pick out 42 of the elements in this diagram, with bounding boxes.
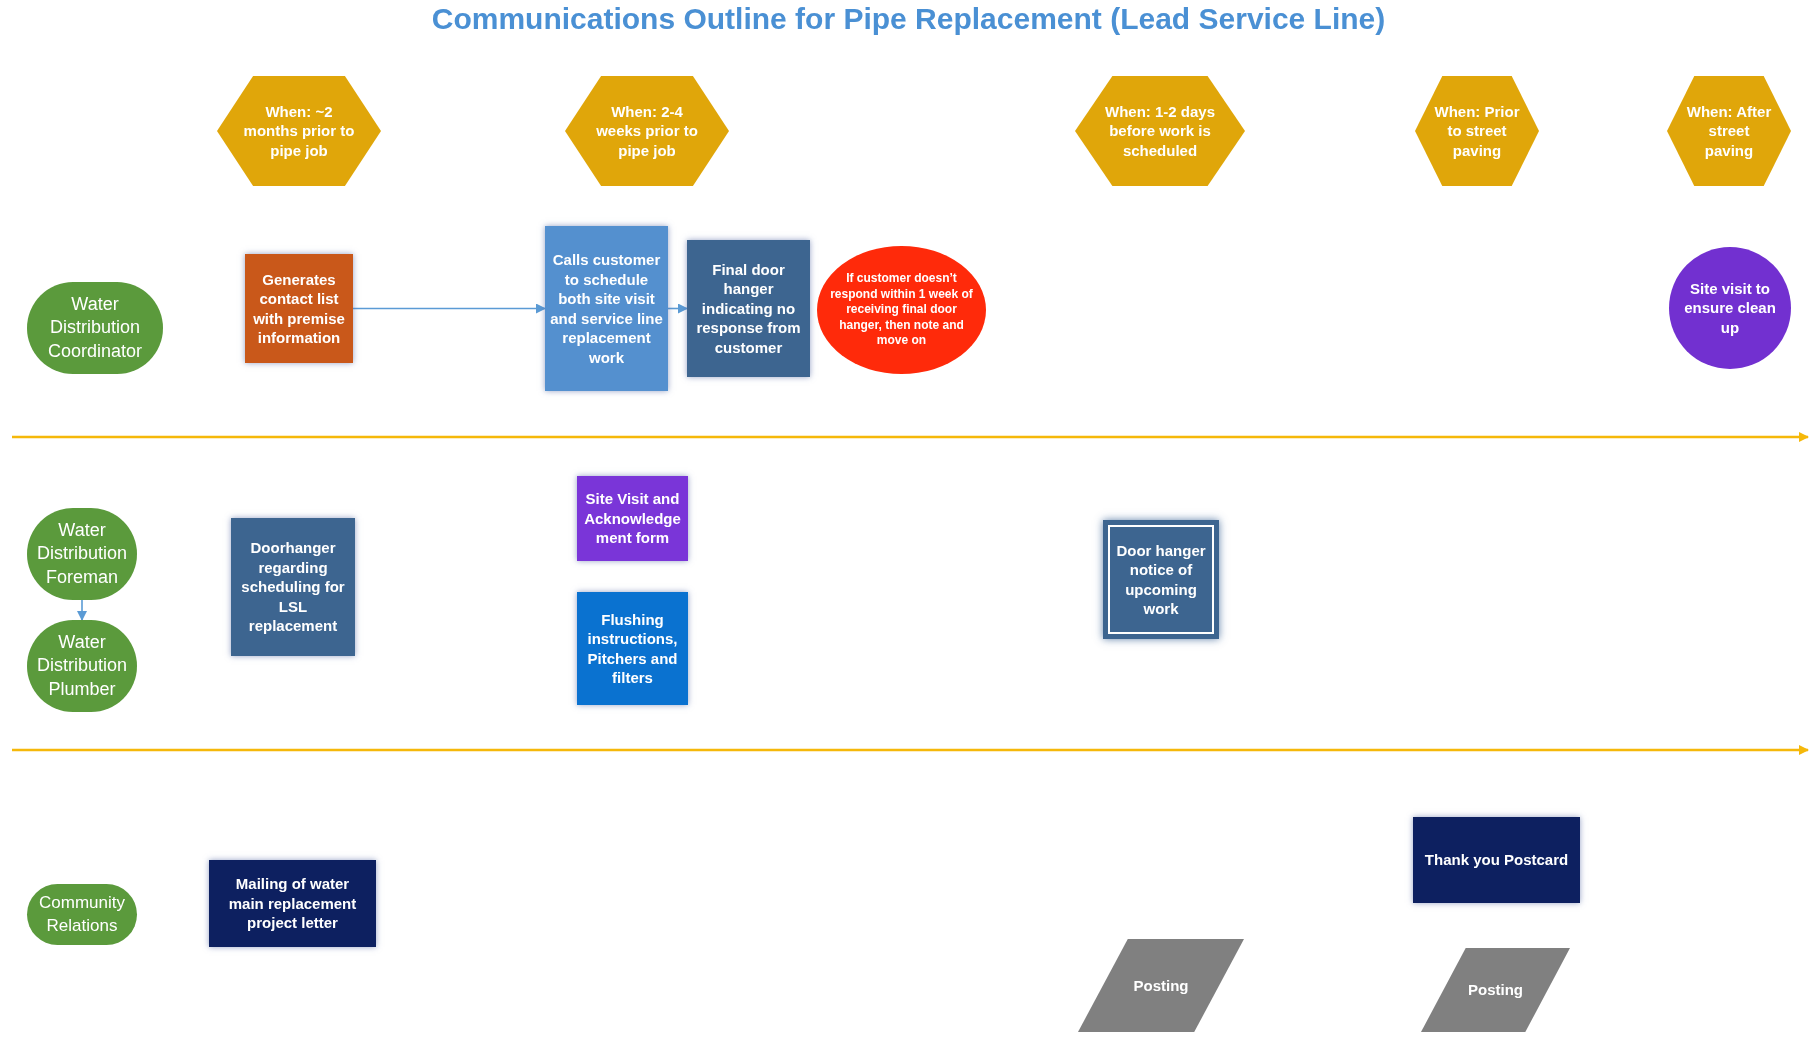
node-text: Final door hanger indicating no response from customer — [695, 259, 802, 358]
timing-hexagon — [1075, 76, 1245, 186]
node-text: When: 2-4 weeks prior to pipe job — [595, 101, 699, 161]
process-box — [1413, 817, 1580, 903]
node-text: Doorhanger regarding scheduling for LSL replacement — [240, 538, 346, 636]
node-text: When: After street paving — [1685, 101, 1773, 161]
node-text: Calls customer to schedule both site visit and service line replacement work — [549, 250, 664, 367]
process-box — [687, 240, 810, 377]
timing-hexagon — [1667, 76, 1791, 186]
process-box — [231, 518, 355, 656]
node-text: Water Distribution Plumber — [35, 630, 128, 701]
node-text: Community Relations — [38, 892, 126, 937]
node-text: Door hanger notice of upcoming work — [1115, 540, 1207, 619]
node-text: Mailing of water main replacement project letter — [227, 874, 358, 933]
process-box — [209, 860, 376, 947]
timing-hexagon — [217, 76, 381, 186]
process-box — [1103, 520, 1219, 639]
timing-hexagon — [1415, 76, 1539, 186]
process-box — [577, 476, 688, 561]
node-text: When: Prior to street paving — [1433, 101, 1521, 161]
node-text: Flushing instructions, Pitchers and filters — [586, 609, 679, 688]
process-box — [245, 254, 353, 363]
node-text: Water Distribution Coordinator — [46, 292, 144, 363]
node-text: Water Distribution Foreman — [35, 518, 128, 589]
node-text: Posting — [1468, 980, 1523, 1000]
posting-parallelogram — [1421, 948, 1570, 1032]
process-box — [545, 226, 668, 391]
arrow — [352, 303, 546, 314]
timing-hexagon — [565, 76, 729, 186]
arrow — [77, 599, 87, 621]
node-text: If customer doesn’t respond within 1 week of receiving final door hanger, then note and move on — [829, 271, 974, 349]
node-text: Posting — [1133, 975, 1189, 996]
process-box — [577, 592, 688, 705]
arrow — [667, 303, 688, 314]
node-text: Generates contact list with premise information — [252, 269, 346, 348]
node-text: Site visit to ensure clean up — [1683, 278, 1777, 338]
diagram-title: Communications Outline for Pipe Replacement (Lead Service Line) — [430, 2, 1387, 36]
posting-parallelogram — [1078, 939, 1244, 1032]
node-text: Site Visit and Acknowledge ment form — [583, 489, 682, 548]
node-text: When: 1-2 days before work is scheduled — [1104, 101, 1216, 161]
node-text: Thank you Postcard — [1424, 850, 1569, 870]
node-text: When: ~2 months prior to pipe job — [242, 101, 356, 161]
